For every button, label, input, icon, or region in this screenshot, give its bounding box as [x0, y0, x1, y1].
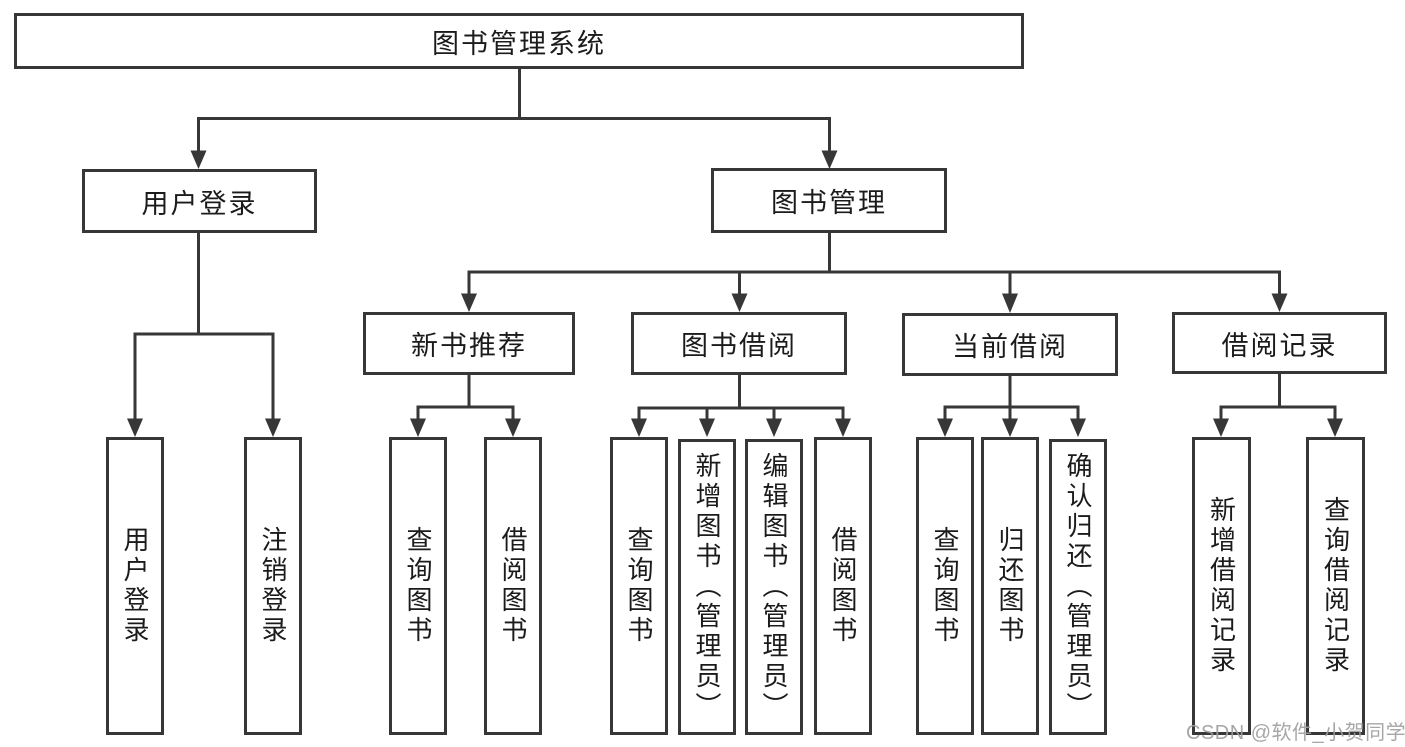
leaf-return-books: 归还图书: [981, 437, 1039, 735]
leaf-add-book-admin: 新增图书（管理员）: [678, 439, 736, 735]
leaf-recommend-borrow-books: 借阅图书: [484, 437, 542, 735]
arrowhead-recommend: [461, 293, 477, 312]
node-current-borrow: 当前借阅: [902, 313, 1118, 376]
arrowhead-user-login: [190, 150, 207, 169]
arrowhead-borrow-edit: [766, 418, 782, 437]
arrowhead-current: [1002, 293, 1018, 313]
node-system-root: 图书管理系统: [14, 13, 1024, 69]
leaf-add-borrow-record: 新增借阅记录: [1192, 437, 1251, 735]
leaf-current-query-books: 查询图书: [916, 437, 974, 735]
leaf-logout: 注销登录: [244, 437, 302, 735]
arrowhead-book-management: [821, 150, 838, 169]
arrowhead-borrow-add: [699, 418, 715, 437]
arrowhead-records-add: [1213, 418, 1229, 437]
leaf-recommend-query-books: 查询图书: [389, 437, 447, 735]
leaf-borrow-query-books: 查询图书: [610, 437, 668, 735]
leaf-query-borrow-record: 查询借阅记录: [1306, 437, 1365, 735]
arrowhead-current-query: [937, 418, 953, 437]
node-borrow-records: 借阅记录: [1172, 312, 1387, 374]
arrowhead-records-query: [1327, 418, 1343, 437]
leaf-user-login: 用户登录: [106, 437, 164, 735]
node-user-login: 用户登录: [82, 169, 317, 233]
arrowhead-recommend-query: [410, 418, 426, 437]
arrowhead-leaf-user-login: [127, 418, 143, 437]
csdn-watermark: CSDN @软件_小贺同学: [1186, 722, 1405, 744]
arrowhead-borrow-query: [631, 418, 647, 437]
arrowhead-recommend-borrow: [505, 418, 521, 437]
leaf-edit-book-admin: 编辑图书（管理员）: [745, 439, 803, 735]
arrowhead-borrow: [731, 293, 748, 312]
arrowhead-leaf-logout: [265, 418, 281, 437]
leaf-borrow-books: 借阅图书: [814, 437, 872, 735]
node-book-borrow: 图书借阅: [631, 312, 847, 375]
leaf-confirm-return-admin: 确认归还（管理员）: [1049, 439, 1107, 735]
node-book-management: 图书管理: [711, 168, 947, 233]
arrowhead-current-return: [1002, 418, 1018, 437]
node-new-book-recommend: 新书推荐: [363, 312, 575, 375]
arrowhead-current-confirm: [1070, 418, 1086, 437]
arrowhead-records: [1271, 293, 1288, 312]
arrowhead-borrow-borrow: [835, 418, 851, 437]
